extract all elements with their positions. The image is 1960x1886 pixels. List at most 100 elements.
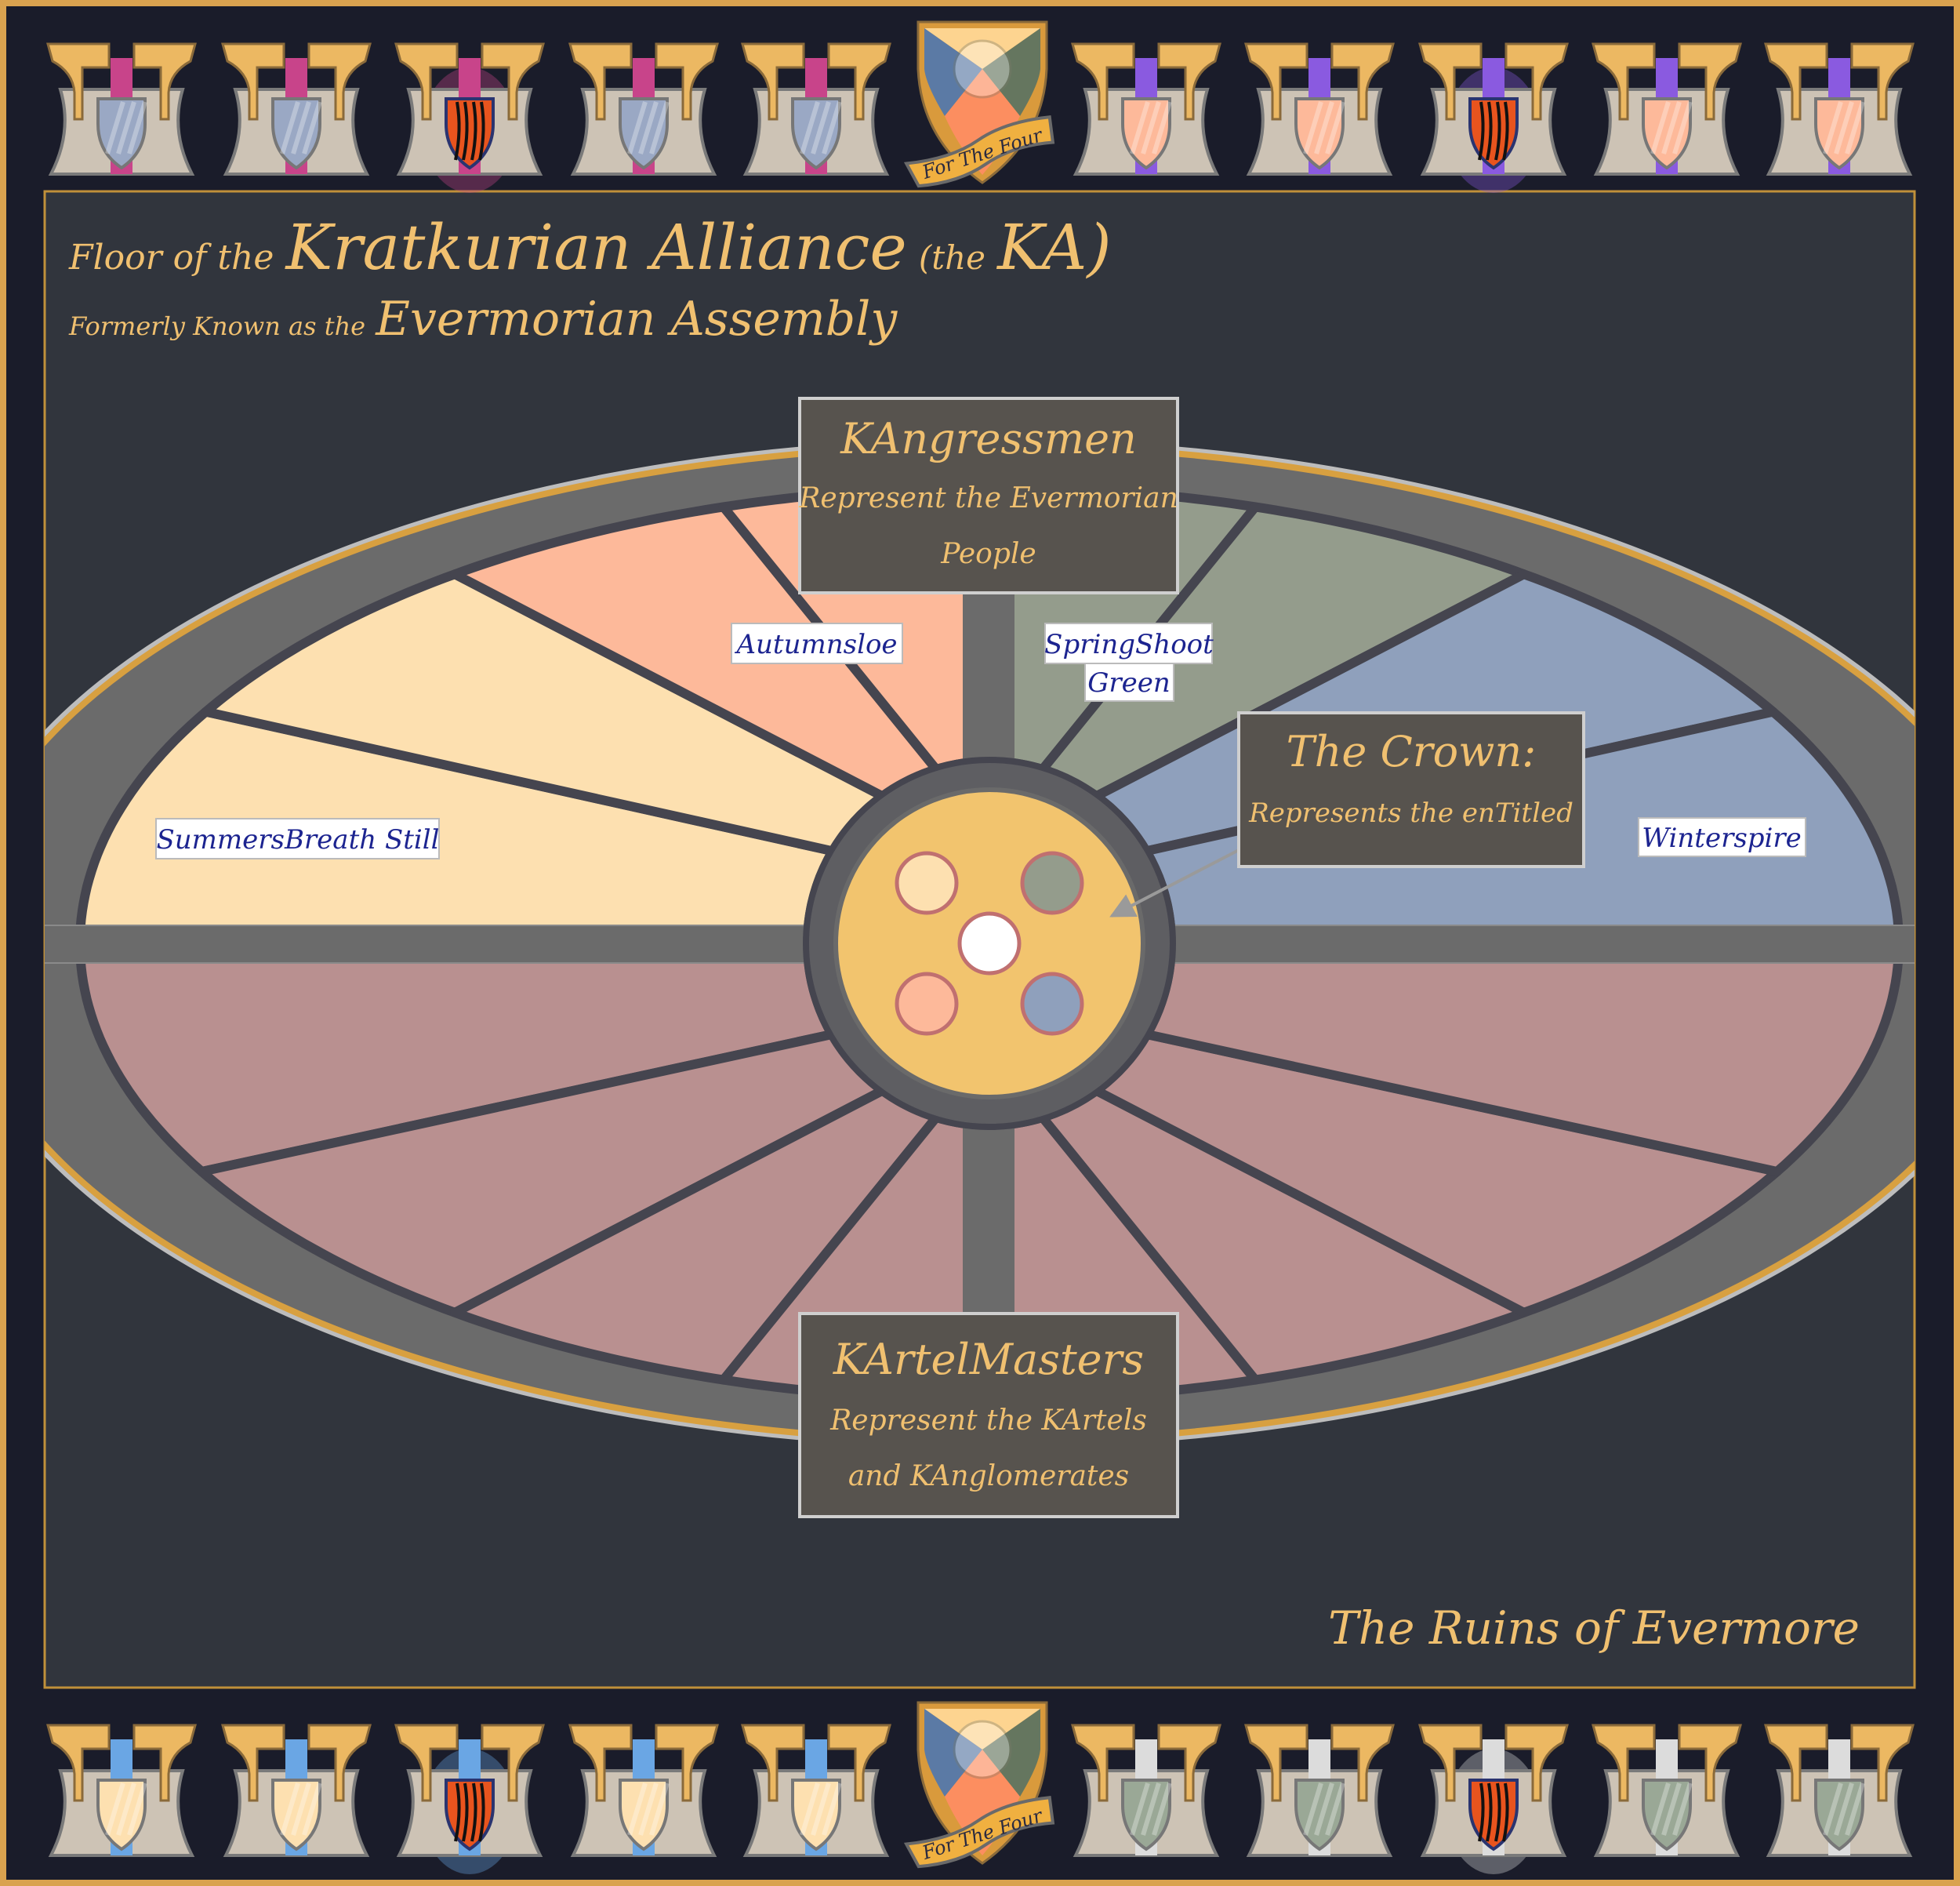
springshoot-label: SpringShoot Green bbox=[1044, 623, 1214, 702]
shield-icon bbox=[1121, 97, 1171, 170]
crown-label-box: The Crown: Represents the enTitled bbox=[1237, 711, 1585, 868]
quarter-seat bbox=[895, 972, 959, 1036]
tower bbox=[394, 1724, 545, 1874]
tower-capital-right bbox=[1157, 1724, 1221, 1802]
tower-capital-right bbox=[827, 1724, 891, 1802]
crown-title: The Crown: bbox=[1287, 727, 1537, 776]
tower bbox=[1071, 1724, 1221, 1857]
tower-capital-right bbox=[1678, 42, 1742, 121]
tower bbox=[741, 42, 891, 176]
tower-capital-right bbox=[307, 1724, 372, 1802]
tower-capital-right bbox=[481, 42, 545, 121]
shield-icon bbox=[1294, 1779, 1345, 1851]
tower-capital-right bbox=[1504, 1724, 1569, 1802]
tower-capital-right bbox=[1850, 1724, 1915, 1802]
tower-capital-right bbox=[827, 42, 891, 121]
kartel-title: KArtelMasters bbox=[833, 1335, 1144, 1384]
tower-capital-left bbox=[741, 42, 805, 121]
tower-capital-right bbox=[1157, 42, 1221, 121]
tower-capital-left bbox=[568, 42, 633, 121]
shield-icon bbox=[791, 97, 841, 170]
tower bbox=[221, 1724, 372, 1857]
winterspire-label: Winterspire bbox=[1638, 817, 1806, 857]
tower-capital-right bbox=[1678, 1724, 1742, 1802]
tower bbox=[1071, 42, 1221, 176]
tower bbox=[1764, 1724, 1915, 1857]
tower bbox=[1418, 42, 1569, 193]
tower bbox=[1764, 42, 1915, 176]
tower-capital-left bbox=[1418, 1724, 1483, 1802]
tower-capital-left bbox=[741, 1724, 805, 1802]
tower bbox=[1592, 42, 1742, 176]
svg-text:SpringShoot: SpringShoot bbox=[1044, 629, 1214, 660]
kangressmen-label-box: KAngressmen Represent the Evermorian Peo… bbox=[798, 397, 1179, 594]
tower bbox=[568, 1724, 719, 1857]
kangressmen-line1: Represent the Evermorian bbox=[798, 482, 1178, 514]
shield-icon bbox=[791, 1779, 841, 1851]
tower-capital-right bbox=[1850, 42, 1915, 121]
tower-capital-left bbox=[1592, 1724, 1656, 1802]
tower-capital-left bbox=[221, 42, 285, 121]
tower-capital-left bbox=[568, 1724, 633, 1802]
tower-capital-left bbox=[221, 1724, 285, 1802]
top-tower-row bbox=[46, 42, 1915, 193]
footer-signature: The Ruins of Evermore bbox=[1328, 1601, 1860, 1655]
kartel-line1: Represent the KArtels bbox=[829, 1405, 1147, 1437]
shield-icon bbox=[1814, 1779, 1864, 1851]
shield-icon bbox=[1814, 97, 1864, 170]
shield-icon bbox=[96, 1779, 147, 1851]
tower bbox=[46, 42, 197, 176]
tower-capital-right bbox=[481, 1724, 545, 1802]
shield-icon bbox=[271, 97, 321, 170]
autumnsloe-label: Autumnsloe bbox=[731, 623, 903, 664]
tower-capital-right bbox=[1504, 42, 1569, 121]
quarter-seat bbox=[895, 851, 959, 915]
tower-capital-left bbox=[46, 1724, 111, 1802]
tower-capital-left bbox=[46, 42, 111, 121]
tower bbox=[1244, 1724, 1395, 1857]
tower bbox=[1592, 1724, 1742, 1857]
summersbreath-label: SummersBreath Still bbox=[155, 818, 440, 859]
shield-icon bbox=[96, 97, 147, 170]
bottom-tower-row bbox=[46, 1724, 1915, 1874]
svg-text:Green: Green bbox=[1087, 667, 1171, 699]
tower-capital-right bbox=[132, 42, 197, 121]
shield-icon bbox=[1642, 97, 1692, 170]
tower-capital-left bbox=[1244, 1724, 1308, 1802]
tower-capital-right bbox=[307, 42, 372, 121]
tower-capital-left bbox=[1764, 42, 1828, 121]
tower bbox=[568, 42, 719, 176]
page-title: Floor of the Kratkurian Alliance (the KA… bbox=[68, 211, 1112, 284]
tower bbox=[221, 42, 372, 176]
tower-capital-left bbox=[1071, 1724, 1135, 1802]
tower-capital-left bbox=[1592, 42, 1656, 121]
kartelmasters-label-box: KArtelMasters Represent the KArtels and … bbox=[798, 1312, 1179, 1518]
crown-seat bbox=[957, 911, 1022, 976]
svg-text:SummersBreath Still: SummersBreath Still bbox=[156, 824, 439, 856]
quarter-seat bbox=[1020, 972, 1084, 1036]
crown-pointer-arrow bbox=[1109, 849, 1240, 918]
shield-icon bbox=[271, 1779, 321, 1851]
kangressmen-title: KAngressmen bbox=[840, 414, 1137, 463]
tower-capital-right bbox=[132, 1724, 197, 1802]
tower-capital-left bbox=[394, 42, 459, 121]
tower-capital-right bbox=[1330, 1724, 1395, 1802]
kangressmen-line2: People bbox=[940, 538, 1036, 570]
tower bbox=[394, 42, 545, 193]
tower-capital-left bbox=[1418, 42, 1483, 121]
page-subtitle: Formerly Known as the Evermorian Assembl… bbox=[68, 292, 898, 347]
tower bbox=[741, 1724, 891, 1857]
tower-capital-right bbox=[655, 42, 719, 121]
quarter-seat bbox=[1020, 851, 1084, 915]
svg-text:Autumnsloe: Autumnsloe bbox=[734, 629, 897, 660]
tower bbox=[1418, 1724, 1569, 1874]
tower-capital-right bbox=[655, 1724, 719, 1802]
shield-icon bbox=[1121, 1779, 1171, 1851]
kartel-line2: and KAnglomerates bbox=[848, 1460, 1129, 1492]
tower-capital-left bbox=[1244, 42, 1308, 121]
tower-capital-left bbox=[1764, 1724, 1828, 1802]
tower bbox=[46, 1724, 197, 1857]
tower-capital-right bbox=[1330, 42, 1395, 121]
shield-icon bbox=[1642, 1779, 1692, 1851]
shield-icon bbox=[619, 1779, 669, 1851]
